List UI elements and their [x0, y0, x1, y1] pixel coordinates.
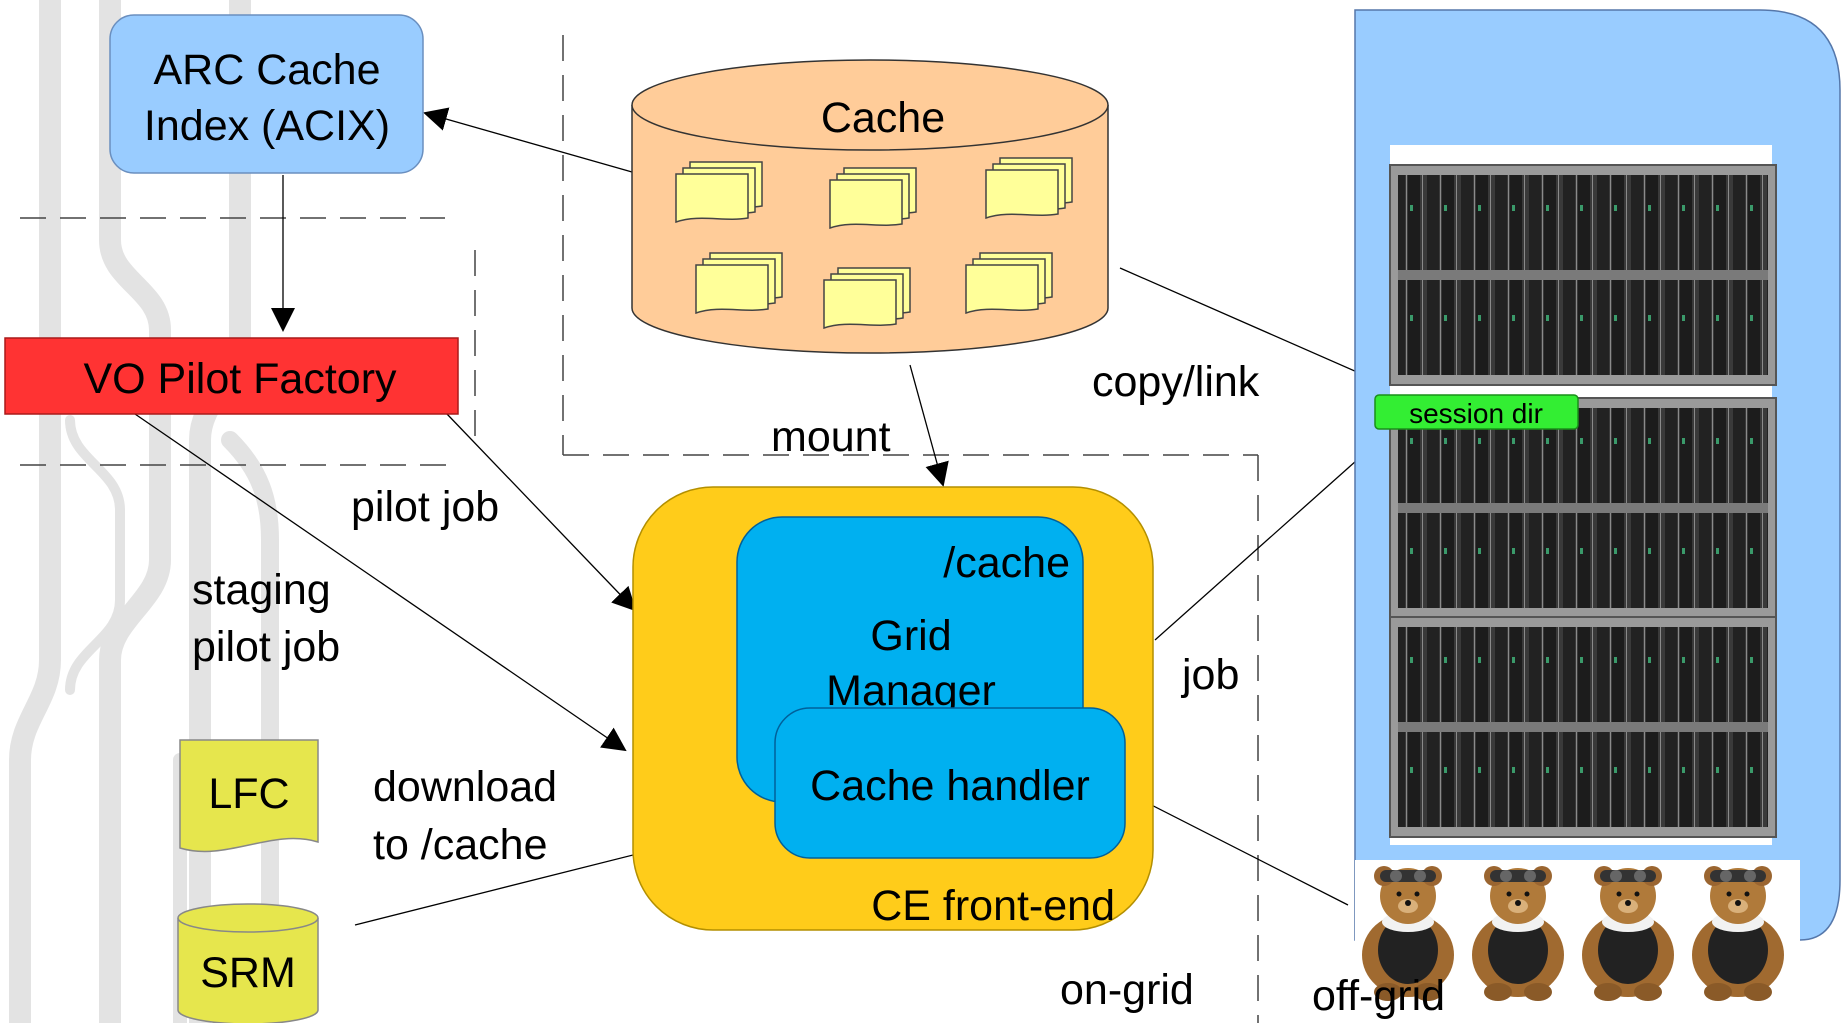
- teddy-bear-pilot-icon: [1355, 860, 1800, 1010]
- edge-pilot-job: [446, 413, 637, 612]
- download-label-line1: download: [373, 763, 557, 811]
- acix-node: ARC Cache Index (ACIX): [109, 14, 424, 174]
- edge-job: [1154, 426, 1395, 641]
- grid-manager-label-line2: Manager: [826, 667, 996, 715]
- acix-label-line1: ARC Cache: [153, 46, 380, 94]
- cache-handler-box: [774, 707, 1126, 859]
- pilot-factory-label: VO Pilot Factory: [83, 355, 397, 403]
- pilot-factory-node: VO Pilot Factory: [4, 337, 459, 415]
- staging-label-line2: pilot job: [192, 623, 340, 671]
- off-grid-label: off-grid: [1312, 972, 1445, 1020]
- cluster-node: [1354, 9, 1841, 941]
- srm-label: SRM: [200, 949, 296, 997]
- on-grid-label: on-grid: [1060, 966, 1194, 1014]
- session-dir-node: session dir: [1374, 394, 1579, 430]
- download-label-line2: to /cache: [373, 821, 548, 869]
- lfc-label: LFC: [208, 770, 289, 818]
- job-label: job: [1180, 651, 1239, 699]
- mount-label: mount: [771, 413, 891, 461]
- server-rack-icon: [1389, 164, 1777, 838]
- acix-label-line2: Index (ACIX): [144, 102, 390, 150]
- edge-copy-link: [1119, 267, 1400, 393]
- cache-path-label: /cache: [943, 539, 1070, 587]
- edge-cache-to-acix: [423, 107, 633, 173]
- session-dir-label: session dir: [1409, 398, 1543, 429]
- ce-frontend-node: /cache Grid Manager Cache handler CE fro…: [632, 486, 1154, 931]
- ce-frontend-label: CE front-end: [871, 882, 1115, 930]
- pilot-job-label: pilot job: [351, 483, 499, 531]
- cache-handler-label: Cache handler: [810, 762, 1090, 810]
- grid-manager-label-line1: Grid: [870, 612, 951, 660]
- copy-link-label: copy/link: [1092, 358, 1260, 406]
- cache-node: Cache: [631, 59, 1109, 354]
- edge-staging-pilot-job: [134, 413, 627, 752]
- srm-node: SRM: [177, 903, 319, 1023]
- zone-boundaries: [20, 35, 1259, 1023]
- cache-label: Cache: [821, 94, 945, 142]
- edge-off-grid-to-handler: [1120, 789, 1349, 906]
- lfc-node: LFC: [179, 739, 319, 853]
- edge-mount: [909, 364, 949, 487]
- staging-label-line1: staging: [192, 566, 331, 614]
